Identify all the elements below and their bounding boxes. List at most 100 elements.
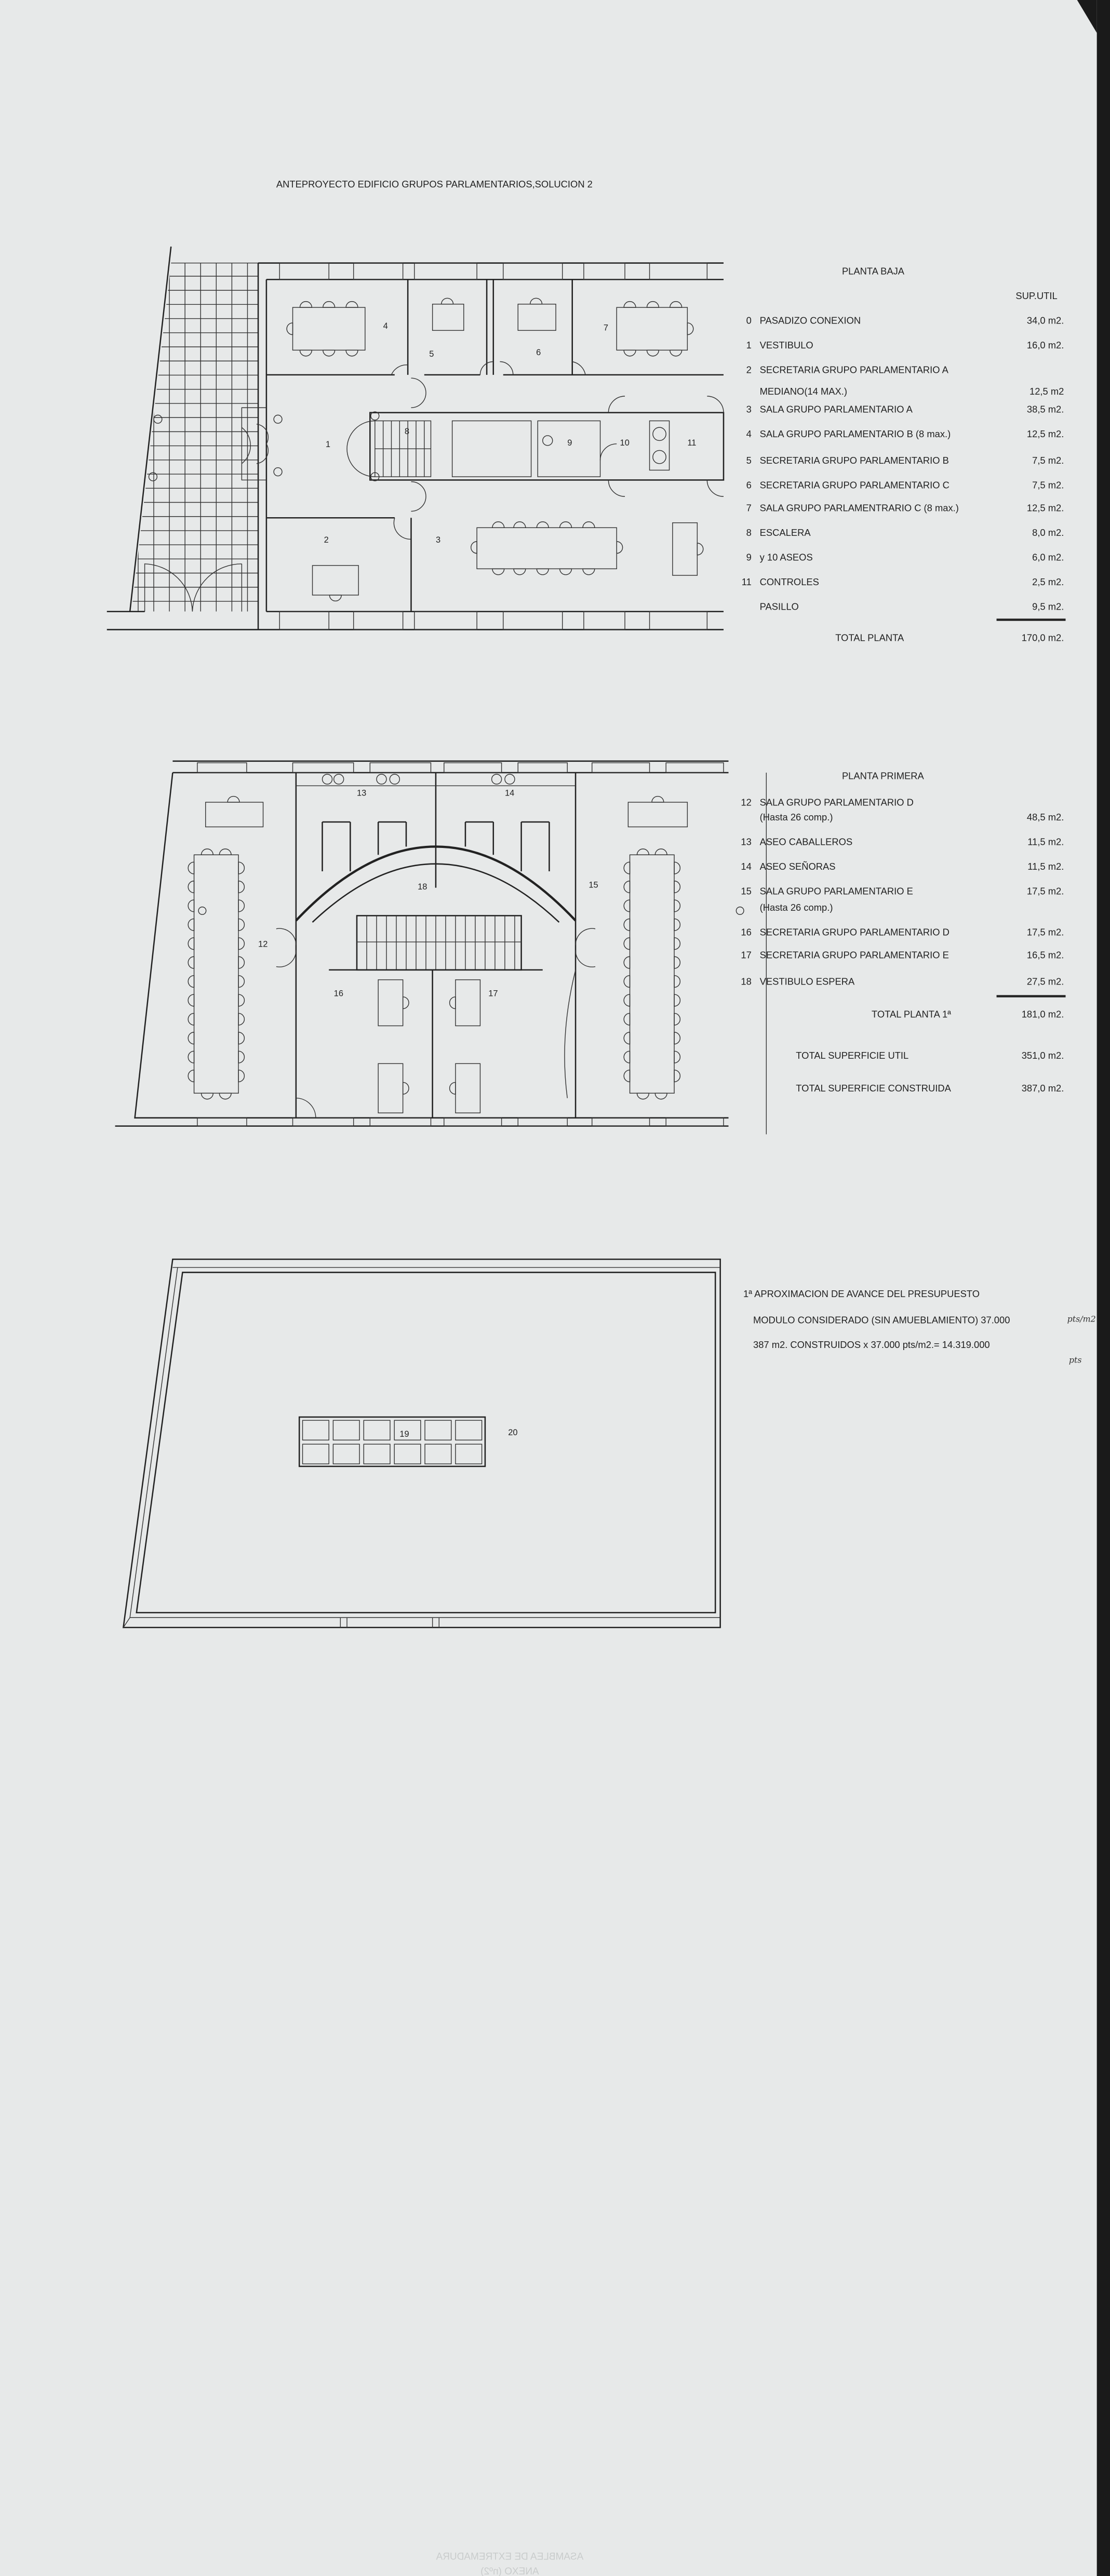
item-label: PASADIZO CONEXION: [760, 315, 861, 326]
chair-icon: [323, 349, 336, 357]
window: [649, 611, 708, 630]
chair-icon: [188, 861, 195, 874]
room-label-17: 17: [488, 989, 498, 999]
chair-icon: [323, 301, 336, 308]
chair-icon: [286, 322, 293, 335]
item-label: SALA GRUPO PARLAMENTARIO B (8 max.): [760, 428, 951, 439]
item-area: 16,0 m2.: [1027, 340, 1064, 350]
skylight-pane: [424, 1444, 452, 1464]
chair-icon: [636, 1093, 649, 1100]
chair-icon: [674, 994, 681, 1007]
bleed-through-stamp: ASAMBLEA DE EXTREMADURA ANEXO (nº2): [436, 2551, 583, 2576]
chair-icon: [188, 994, 195, 1007]
item-label: SALA GRUPO PARLAMENTARIO D: [760, 797, 914, 807]
chair-icon: [492, 521, 505, 528]
item-area: 48,5 m2.: [1027, 812, 1064, 822]
item-label-cont: MEDIANO(14 MAX.): [760, 386, 847, 397]
chair-icon: [536, 568, 549, 575]
chair-icon: [646, 349, 659, 357]
item-label: SECRETARIA GRUPO PARLAMENTARIO B: [760, 455, 949, 466]
handwritten-unit: pts/m2: [1067, 1314, 1096, 1324]
item-area: 7,5 m2.: [1032, 455, 1064, 466]
chair-icon: [188, 918, 195, 931]
column-icon: [198, 906, 207, 915]
sheet-edge: [1096, 0, 1110, 2576]
chair-icon: [200, 848, 214, 855]
item-area: 7,5 m2.: [1032, 479, 1064, 490]
chair-icon: [623, 899, 631, 912]
chair-icon: [238, 1050, 245, 1063]
budget-total-line: 387 m2. CONSTRUIDOS x 37.000 pts/m2.= 14…: [753, 1339, 990, 1350]
window: [292, 762, 354, 773]
chair-icon: [299, 349, 312, 357]
item-number: 14: [741, 861, 751, 872]
window: [353, 262, 404, 280]
chair-icon: [513, 568, 526, 575]
window: [292, 1117, 354, 1127]
chair-icon: [188, 956, 195, 969]
room-label-16: 16: [334, 989, 343, 999]
washbasin-icon: [389, 774, 400, 785]
item-area: 11,5 m2.: [1027, 861, 1064, 872]
passage-edge: [129, 246, 172, 612]
chair-icon: [623, 1069, 631, 1083]
item-label: SALA GRUPO PARLAMENTARIO A: [760, 404, 913, 415]
chair-icon: [536, 521, 549, 528]
washbasin-icon: [376, 774, 387, 785]
window: [414, 611, 477, 630]
total-construida-value: 387,0 m2.: [1022, 1083, 1064, 1094]
budget-module-line: MODULO CONSIDERADO (SIN AMUEBLAMIENTO) 3…: [753, 1315, 1010, 1326]
chair-icon: [623, 937, 631, 950]
room-label-4: 4: [383, 321, 388, 331]
item-label: ESCALERA: [760, 527, 811, 538]
chair-icon: [188, 975, 195, 988]
chair-icon: [623, 994, 631, 1007]
chair-icon: [654, 848, 667, 855]
item-area: 12,5 m2.: [1027, 428, 1064, 439]
window: [665, 1117, 724, 1127]
chair-icon: [402, 996, 409, 1009]
item-area: 16,5 m2.: [1027, 950, 1064, 961]
budget-heading: 1ª APROXIMACION DE AVANCE DEL PRESUPUEST…: [743, 1288, 980, 1299]
chair-icon: [623, 918, 631, 931]
item-label-cont: (Hasta 26 comp.): [760, 812, 833, 822]
item-area: 6,0 m2.: [1032, 552, 1064, 563]
chair-icon: [670, 349, 683, 357]
total-construida-label: TOTAL SUPERFICIE CONSTRUIDA: [796, 1083, 951, 1094]
item-area: 12,5 m2: [1029, 386, 1064, 397]
item-number: 6: [746, 479, 752, 490]
item-area: 11,5 m2.: [1027, 836, 1064, 847]
chair-icon: [227, 795, 240, 803]
chair-icon: [646, 301, 659, 308]
item-label: CONTROLES: [760, 576, 819, 587]
chair-icon: [623, 975, 631, 988]
roof-plan: 19 20: [122, 1258, 721, 1628]
chair-icon: [188, 1050, 195, 1063]
chair-icon: [687, 322, 694, 335]
skylight-pane: [332, 1420, 360, 1441]
room-label-1: 1: [326, 440, 330, 449]
room-label-18: 18: [418, 882, 427, 892]
chair-icon: [674, 880, 681, 894]
window: [353, 611, 404, 630]
svg-text:ASAMBLEA DE EXTREMADURA: ASAMBLEA DE EXTREMADURA: [436, 2551, 583, 2562]
chair-icon: [623, 1032, 631, 1045]
chair-icon: [299, 301, 312, 308]
chair-icon: [697, 543, 704, 556]
item-area: 17,5 m2.: [1027, 885, 1064, 896]
chair-icon: [674, 956, 681, 969]
chair-icon: [623, 1013, 631, 1026]
washbasin-icon: [504, 774, 515, 785]
window: [649, 262, 708, 280]
svg-text:ANEXO (nº2): ANEXO (nº2): [480, 2566, 539, 2576]
chair-icon: [623, 861, 631, 874]
chair-icon: [188, 1069, 195, 1083]
window: [444, 762, 502, 773]
chair-icon: [345, 349, 358, 357]
chair-icon: [238, 994, 245, 1007]
chair-icon: [651, 795, 664, 803]
chair-icon: [188, 880, 195, 894]
room-label-7: 7: [604, 323, 608, 332]
total-planta-value: 170,0 m2.: [1022, 632, 1064, 643]
